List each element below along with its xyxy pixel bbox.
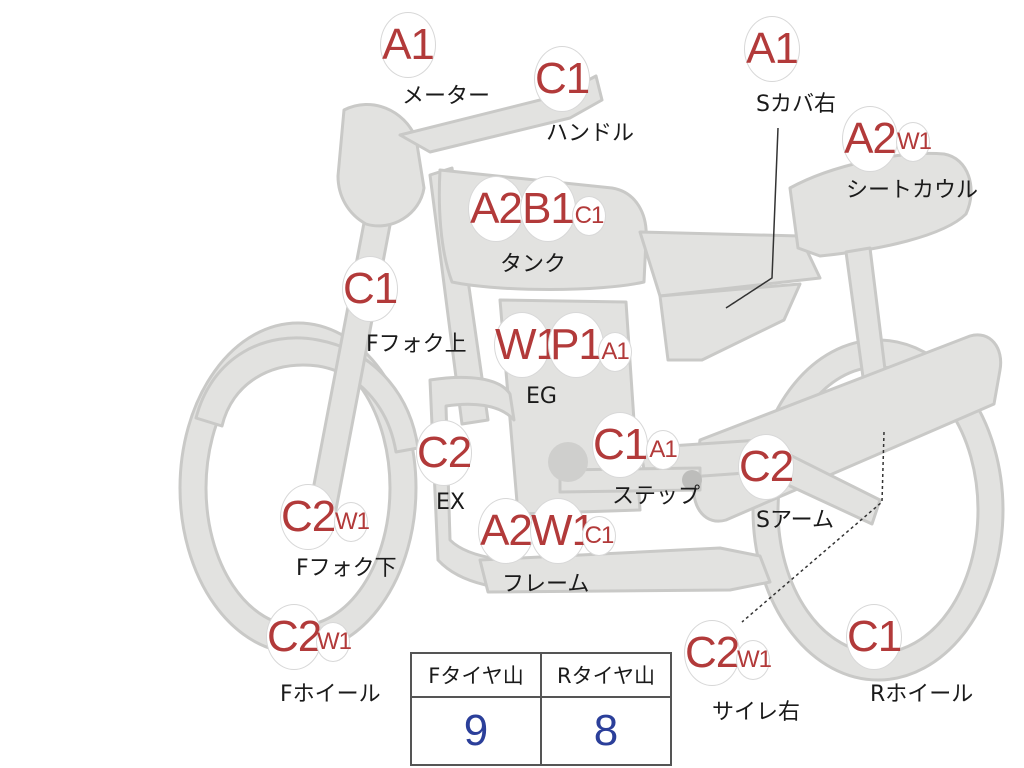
headlight-shape xyxy=(336,103,426,228)
front-wheel-grade-badge: W1 xyxy=(316,622,352,662)
engine-label: EG xyxy=(526,384,557,409)
leader-silencer xyxy=(741,431,885,623)
tank-label: タンク xyxy=(500,252,567,277)
seat-shape xyxy=(638,230,822,298)
silencer-right-label: サイレ右 xyxy=(712,700,801,725)
front-wheel-label: Fホイール xyxy=(280,682,381,707)
engine-grade-badge: A1 xyxy=(598,332,632,372)
rear-wheel-label: Rホイール xyxy=(870,682,974,707)
tank-grade-badge: A2 xyxy=(468,176,524,242)
rear-tire-tread-header: Rタイヤ山 xyxy=(540,652,672,698)
tank-grade-badge: B1 xyxy=(520,176,576,242)
frame-grade-badge: A2 xyxy=(478,498,534,564)
front-wheel-grade-badge: C2 xyxy=(266,604,322,670)
frame-grade-badge: C1 xyxy=(582,516,616,556)
frame-label: フレーム xyxy=(502,572,590,597)
fork-upper-grade-badge: C1 xyxy=(342,256,398,322)
meter-grade-badge: A1 xyxy=(380,12,436,78)
fork-lower-grade-badge: C2 xyxy=(280,484,336,550)
seat-cowl-label: シートカウル xyxy=(846,178,979,203)
step-grade-badge: C1 xyxy=(592,412,648,478)
meter-label: メーター xyxy=(402,84,491,109)
seat-cowl-grade-badge: W1 xyxy=(896,122,932,162)
rear-wheel-grade-badge: C1 xyxy=(846,604,902,670)
rear-wheel-shape xyxy=(751,338,1005,682)
silencer-right-grade-badge: C2 xyxy=(684,620,740,686)
side-cover-right-label: Sカバ右 xyxy=(756,92,836,117)
step-grade-badge: A1 xyxy=(646,430,680,470)
exhaust-label: EX xyxy=(436,490,465,515)
side-cover-right-grade-badge: A1 xyxy=(744,16,800,82)
tank-grade-badge: C1 xyxy=(572,196,606,236)
step-label: ステップ xyxy=(612,484,701,509)
fork-lower-label: Fフォク下 xyxy=(296,556,397,581)
handle-grade-badge: C1 xyxy=(534,46,590,112)
leader-side-cover xyxy=(725,127,779,309)
handle-label: ハンドル xyxy=(546,121,635,146)
exhaust-grade-badge: C2 xyxy=(416,420,472,486)
swing-arm-label: Sアーム xyxy=(756,508,834,533)
frame-grade-badge: W1 xyxy=(530,498,596,564)
side-cover-shape xyxy=(658,282,802,362)
rear-tire-tread-value: 8 xyxy=(540,696,672,766)
tire-tread-table: Fタイヤ山 Rタイヤ山 9 8 xyxy=(410,652,672,766)
engine-grade-badge: W1 xyxy=(494,312,560,378)
engine-grade-badge: P1 xyxy=(548,312,604,378)
fork-upper-label: Fフォク上 xyxy=(366,332,467,357)
seat-cowl-grade-badge: A2 xyxy=(842,106,898,172)
fork-lower-grade-badge: W1 xyxy=(334,502,370,542)
front-tire-tread-value: 9 xyxy=(410,696,542,766)
silencer-right-grade-badge: W1 xyxy=(736,640,772,680)
front-tire-tread-header: Fタイヤ山 xyxy=(410,652,542,698)
step-shape xyxy=(558,466,702,494)
swing-arm-grade-badge: C2 xyxy=(738,434,794,500)
